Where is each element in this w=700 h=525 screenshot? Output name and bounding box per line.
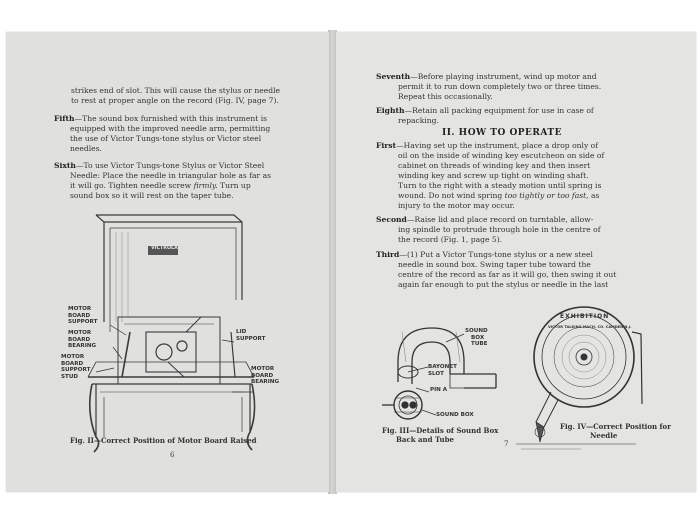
text-line: oil on the inside of winding key escutch… bbox=[398, 151, 605, 160]
text-segment: —Retain all packing equipment for use in… bbox=[404, 106, 594, 115]
text-line: cabinet on threads of winding key and th… bbox=[398, 161, 591, 170]
label-line: STUD bbox=[61, 373, 79, 380]
label-line: BOX bbox=[471, 334, 485, 341]
second-paragraph: Second—Raise lid and place record on tur… bbox=[376, 215, 593, 225]
text-line: ing spindle to protrude through hole in … bbox=[398, 225, 601, 234]
seventh-paragraph: Seventh—Before playing instrument, wind … bbox=[376, 72, 597, 82]
label-line: SUPPORT bbox=[236, 335, 266, 342]
book-gutter bbox=[328, 30, 337, 494]
emphasis-text: too tightly or too fast, bbox=[504, 191, 589, 200]
label-line: BEARING bbox=[68, 343, 97, 350]
left-page: strikes end of slot. This will cause the… bbox=[6, 32, 329, 492]
text-line: needle in sound box. Swing taper tube to… bbox=[398, 260, 591, 269]
text-line: injury to the motor may occur. bbox=[398, 201, 515, 210]
eighth-paragraph: Eighth—Retain all packing equipment for … bbox=[376, 106, 594, 116]
text-line: Needle: Place the needle in triangular h… bbox=[70, 171, 271, 180]
label-line: MOTOR bbox=[68, 330, 92, 336]
text-line: needles. bbox=[70, 144, 102, 153]
record-label-exhibition: EXHIBITION bbox=[560, 313, 610, 320]
text-segment: —(1) Put a Victor Tungs-tone stylus or a… bbox=[399, 250, 593, 259]
label-line: LID bbox=[236, 329, 247, 335]
text-line: permit it to run down completely two or … bbox=[398, 82, 602, 91]
label-line: MOTOR bbox=[68, 306, 92, 312]
text-line: winding key and screw up tight on windin… bbox=[398, 171, 589, 180]
emphasis-firmly: firmly. bbox=[193, 181, 218, 190]
caption-line: Fig. III—Details of Sound Box bbox=[382, 426, 499, 435]
fig2-caption: Fig. II—Correct Position of Motor Board … bbox=[70, 436, 257, 445]
label-line: SLOT bbox=[428, 370, 444, 377]
third-paragraph: Third—(1) Put a Victor Tungs-tone stylus… bbox=[376, 250, 593, 260]
text-line: Repeat this occasionally. bbox=[398, 92, 493, 101]
eighth-label: Eighth bbox=[376, 106, 405, 115]
right-page: Seventh—Before playing instrument, wind … bbox=[336, 32, 696, 492]
sound-box-tube-illustration bbox=[382, 306, 643, 450]
text-line: it will go. Tighten needle screw firmly.… bbox=[70, 181, 251, 191]
text-segment: —Before playing instrument, wind up moto… bbox=[410, 72, 597, 81]
text-segment: as bbox=[591, 191, 600, 200]
text-line: sound box so it will rest on the taper t… bbox=[70, 191, 234, 200]
second-label: Second bbox=[376, 215, 407, 224]
page-number: 6 bbox=[170, 451, 175, 459]
text-line: the record (Fig. 1, page 5). bbox=[398, 235, 503, 244]
label-line: BAYONET bbox=[428, 364, 457, 370]
sixth-paragraph: Sixth—To use Victor Tungs-tone Stylus or… bbox=[54, 161, 264, 171]
first-label: First bbox=[376, 141, 397, 150]
text-line: again far enough to put the stylus or ne… bbox=[398, 280, 609, 289]
first-paragraph: First—Having set up the instrument, plac… bbox=[376, 141, 598, 151]
label-line: BOARD bbox=[251, 372, 274, 379]
victrola-plate-label: VICTROLA bbox=[151, 246, 178, 251]
text-segment: Turn up bbox=[220, 181, 251, 190]
seventh-label: Seventh bbox=[376, 72, 411, 81]
page-number: 7 bbox=[504, 440, 509, 448]
label-line: BOARD bbox=[68, 336, 91, 343]
text-line: —The sound box furnished with this instr… bbox=[74, 114, 268, 123]
victrola-plate bbox=[148, 246, 178, 255]
phonograph-cabinet-illustration bbox=[87, 214, 256, 453]
text-segment: it will go. Tighten needle screw bbox=[70, 181, 192, 190]
fifth-paragraph: Fifth—The sound box furnished with this … bbox=[54, 114, 267, 124]
label-line: BEARING bbox=[251, 379, 280, 386]
caption-line: Back and Tube bbox=[396, 435, 454, 444]
text-line: wound. Do not wind spring too tightly or… bbox=[398, 191, 599, 201]
text-line: centre of the record as far as it will g… bbox=[398, 270, 617, 279]
text-segment: —Having set up the instrument, place a d… bbox=[396, 141, 599, 150]
third-label: Third bbox=[376, 250, 400, 259]
label-line: TUBE bbox=[471, 341, 488, 348]
label-line: SUPPORT bbox=[68, 319, 98, 326]
text-line: equipped with the improved needle arm, p… bbox=[70, 124, 271, 133]
text-line: Turn to the right with a steady motion u… bbox=[398, 181, 602, 190]
text-line: strikes end of slot. This will cause the… bbox=[71, 86, 281, 95]
text-line: the use of Victor Tungs-tone stylus or V… bbox=[70, 134, 262, 143]
label-line: BOARD bbox=[61, 360, 84, 367]
record-label-maker: VICTOR TALKING MACH. CO. CAMDEN N.J. bbox=[548, 325, 632, 329]
label-line: SUPPORT bbox=[61, 367, 91, 374]
fifth-label: Fifth bbox=[54, 114, 75, 123]
caption-line: Needle bbox=[590, 431, 618, 440]
caption-line: Fig. IV—Correct Position for bbox=[560, 422, 671, 431]
sixth-label: Sixth bbox=[54, 161, 76, 170]
label-line: MOTOR bbox=[61, 354, 85, 360]
label-pin-a: PIN A bbox=[430, 387, 448, 393]
section-heading: II. HOW TO OPERATE bbox=[442, 128, 562, 138]
text-line: repacking. bbox=[398, 116, 439, 125]
text-line: to rest at proper angle on the record (F… bbox=[71, 96, 279, 105]
label-sound-box: SOUND BOX bbox=[436, 412, 474, 418]
label-line: MOTOR bbox=[251, 366, 275, 372]
label-line: BOARD bbox=[68, 312, 91, 319]
label-line: SOUND bbox=[465, 328, 488, 334]
text-line: —To use Victor Tungs-tone Stylus or Vict… bbox=[75, 161, 265, 170]
text-segment: —Raise lid and place record on turntable… bbox=[406, 215, 594, 224]
text-segment: wound. Do not wind spring bbox=[398, 191, 503, 200]
